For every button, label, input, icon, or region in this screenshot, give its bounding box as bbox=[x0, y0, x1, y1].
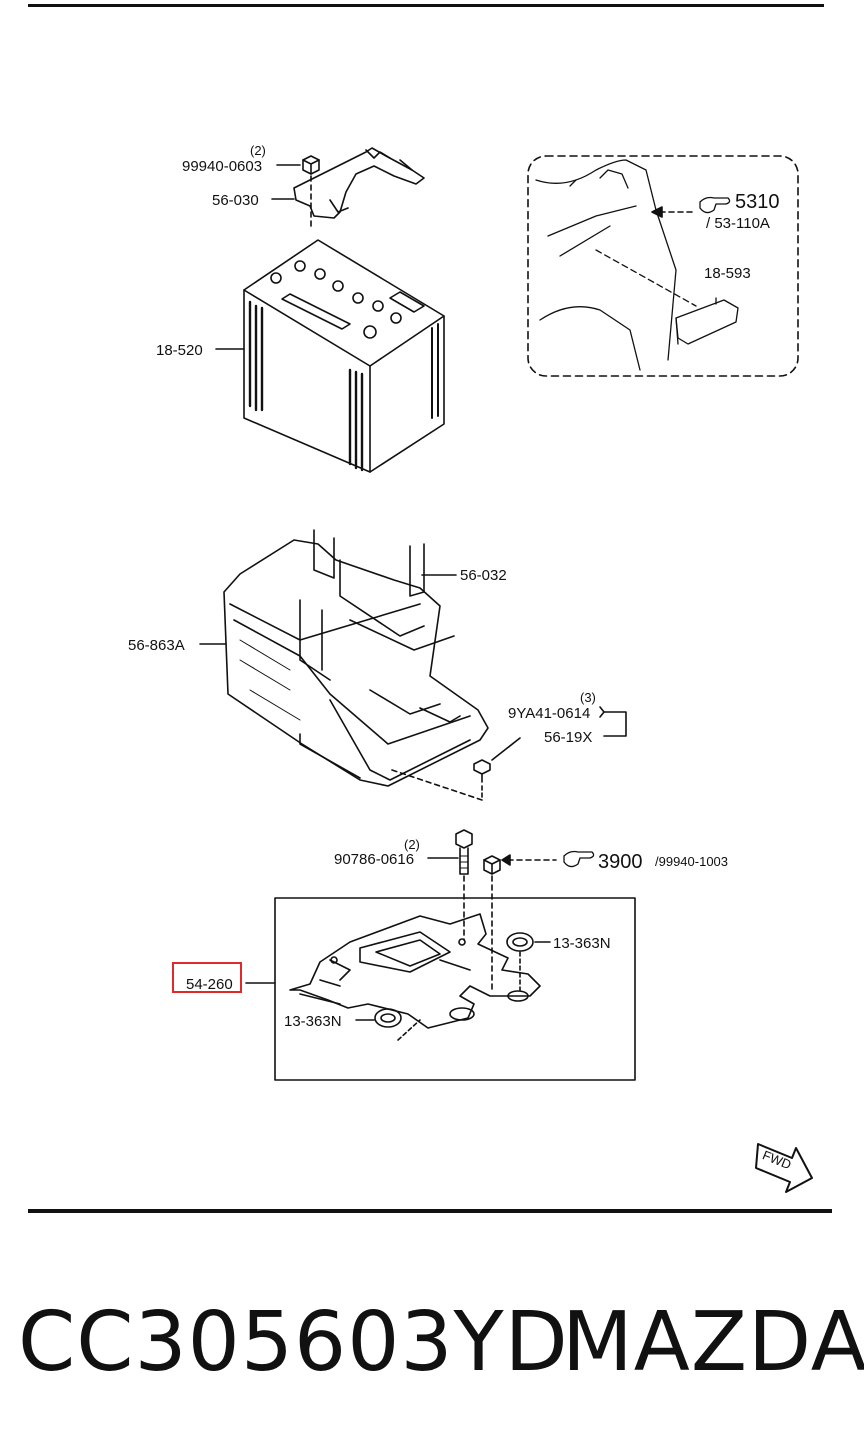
tray-bolt bbox=[473, 759, 491, 783]
nut-icon bbox=[302, 155, 320, 175]
battery-clamp-bracket bbox=[293, 147, 425, 219]
fwd-label: FWD bbox=[760, 1147, 793, 1172]
part-label-56-032: 56-032 bbox=[460, 567, 507, 584]
pointing-hand-icon bbox=[699, 196, 731, 214]
qty-label-top: (2) bbox=[250, 143, 266, 158]
part-label-56-863a: 56-863A bbox=[128, 637, 185, 654]
grommet-left bbox=[374, 1008, 402, 1028]
footer-brand: MAZDA bbox=[562, 1295, 864, 1390]
inset-cover-detail bbox=[535, 159, 739, 371]
part-label-90786-0616: 90786-0616 bbox=[334, 851, 414, 868]
top-rule bbox=[28, 4, 824, 7]
fwd-arrow-icon bbox=[755, 1143, 813, 1193]
bottom-rule bbox=[28, 1209, 832, 1213]
grommet-right bbox=[506, 932, 534, 952]
component-frame bbox=[274, 897, 636, 1081]
part-label-18-593: 18-593 bbox=[704, 265, 751, 282]
bolt-icon bbox=[455, 829, 473, 875]
part-label-13-363n-right: 13-363N bbox=[553, 935, 611, 952]
tray-base-plate bbox=[289, 913, 541, 1029]
inset-box bbox=[527, 155, 799, 377]
part-label-56-19x: 56-19X bbox=[544, 729, 592, 746]
ref-label-3900: 3900 bbox=[598, 851, 643, 873]
part-label-99940-0603: 99940-0603 bbox=[182, 158, 262, 175]
part-label-56-030: 56-030 bbox=[212, 192, 259, 209]
flange-nut-icon bbox=[483, 855, 501, 875]
part-label-9ya41-0614: 9YA41-0614 bbox=[508, 705, 590, 722]
battery bbox=[243, 239, 445, 473]
highlight-box-54-260 bbox=[172, 962, 242, 993]
part-label-18-520: 18-520 bbox=[156, 342, 203, 359]
ref-label-5310: 5310 bbox=[735, 191, 780, 213]
qty-label-low: (2) bbox=[404, 837, 420, 852]
ref-label-53-110a: / 53-110A bbox=[706, 215, 770, 232]
footer-part-number: CC305603YD bbox=[18, 1295, 569, 1390]
pointing-hand-icon bbox=[563, 850, 595, 868]
qty-label-mid: (3) bbox=[580, 690, 596, 705]
ref-label-99940-1003: /99940-1003 bbox=[655, 854, 728, 869]
part-label-54-260: 54-260 bbox=[186, 976, 233, 993]
battery-tray bbox=[223, 529, 489, 787]
part-label-13-363n-left: 13-363N bbox=[284, 1013, 342, 1030]
